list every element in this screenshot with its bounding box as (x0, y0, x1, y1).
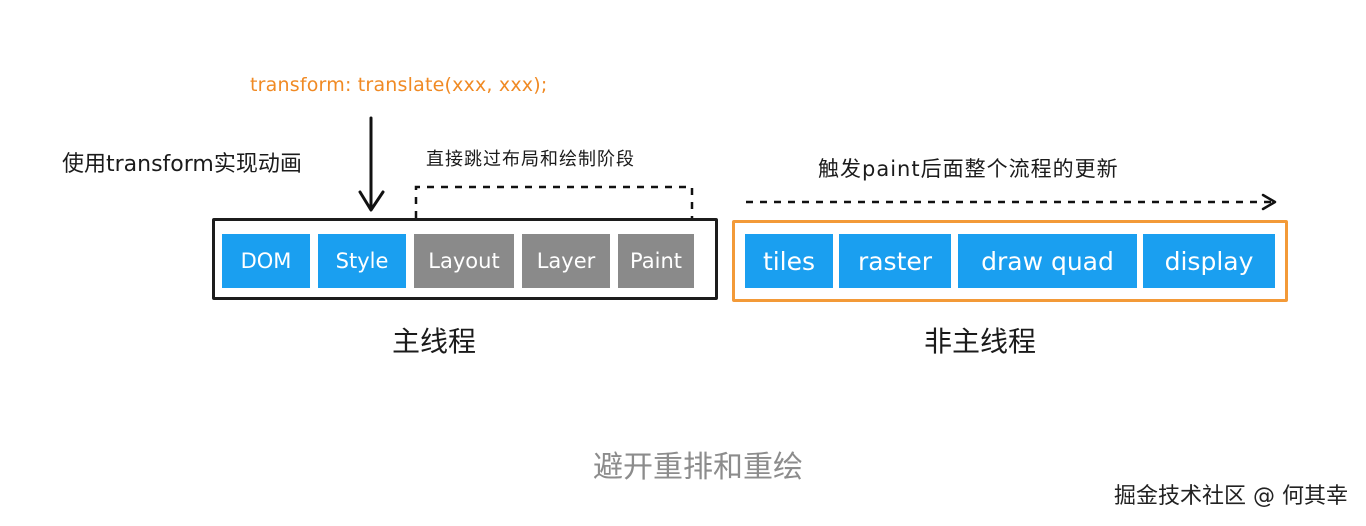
stage-display: display (1143, 234, 1275, 288)
trigger-after-note: 触发paint后面整个流程的更新 (818, 157, 1119, 181)
stage-paint: Paint (618, 234, 694, 288)
non-main-thread-box (732, 220, 1288, 302)
stage-dom: DOM (222, 234, 310, 288)
use-transform-note: 使用transform实现动画 (62, 152, 302, 177)
down-arrow-head (358, 190, 385, 212)
watermark: 掘金技术社区 @ 何其幸 (1114, 484, 1348, 509)
non-main-thread-label: 非主线程 (924, 325, 1037, 358)
stage-style: Style (318, 234, 406, 288)
trigger-arrow-head (1261, 193, 1277, 211)
figure-title: 避开重排和重绘 (593, 450, 803, 485)
stage-layout: Layout (414, 234, 514, 288)
stage-tiles: tiles (745, 234, 833, 288)
transform-code: transform: translate(xxx, xxx); (250, 74, 548, 96)
skip-stages-note: 直接跳过布局和绘制阶段 (426, 149, 635, 170)
stage-raster: raster (839, 234, 951, 288)
stage-draw-quad: draw quad (958, 234, 1137, 288)
main-thread-label: 主线程 (392, 325, 477, 358)
skip-bracket (414, 185, 694, 218)
main-thread-box (212, 218, 718, 300)
stage-layer: Layer (522, 234, 610, 288)
